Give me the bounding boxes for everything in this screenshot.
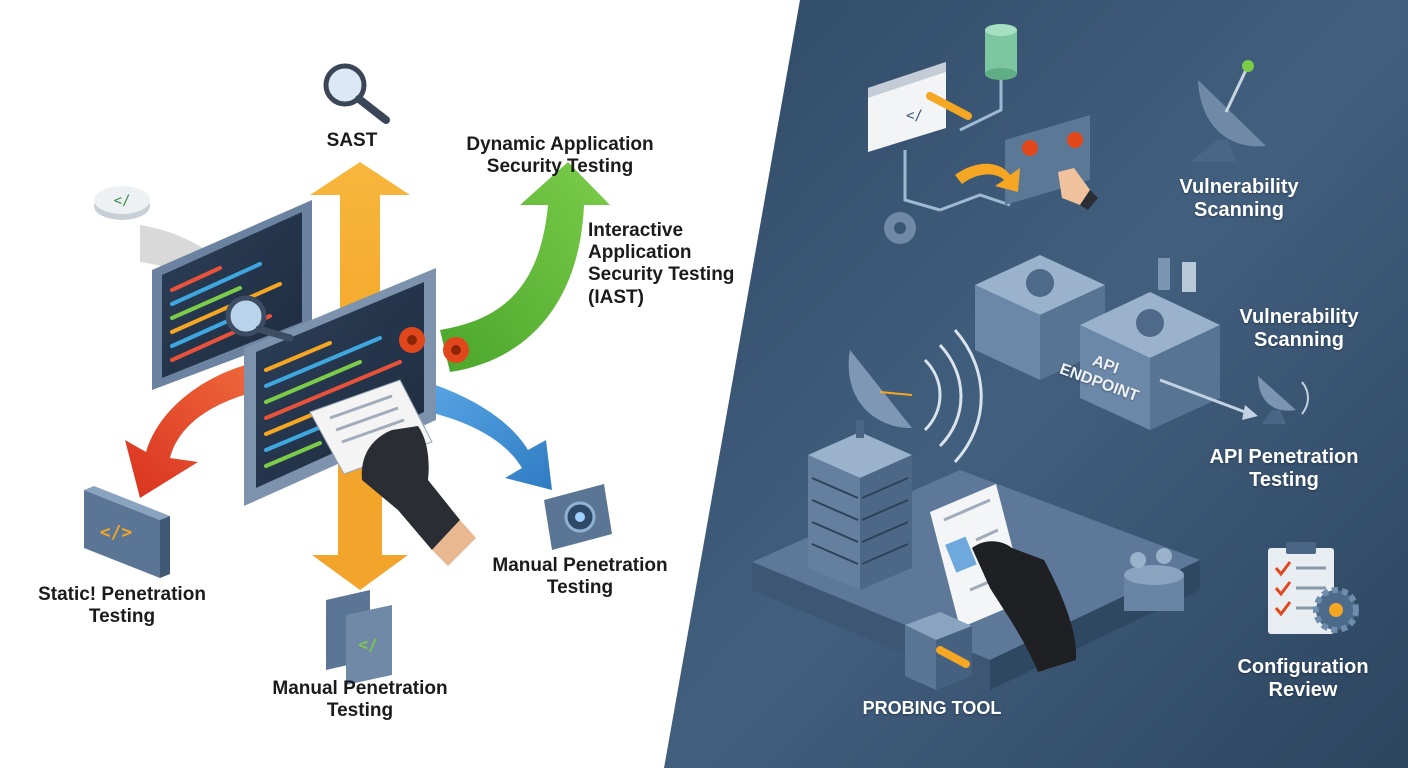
label-vulnerability-scanning-top: Vulnerability Scanning xyxy=(1179,176,1299,222)
svg-text:</: </ xyxy=(906,108,923,124)
gear-icon xyxy=(1313,587,1359,633)
svg-text:</: </ xyxy=(358,635,377,654)
code-tag-icon: </ xyxy=(326,590,392,685)
satellite-dish-icon xyxy=(848,329,983,464)
magnifier-icon xyxy=(225,295,294,342)
camera-icon xyxy=(544,484,612,550)
orange-curved-arrow xyxy=(955,163,1020,192)
label-api-penetration: API Penetration Testing xyxy=(1209,446,1359,492)
blue-arrow xyxy=(412,380,552,490)
database-icon xyxy=(985,24,1017,80)
label-manual-penetration-bottom: Manual Penetration Testing xyxy=(272,678,448,722)
code-tag-icon: </> xyxy=(84,486,170,578)
api-arrow xyxy=(1159,378,1246,414)
api-block-right xyxy=(1080,258,1220,430)
code-tag-icon: </ xyxy=(94,186,150,220)
bug-icon xyxy=(399,327,469,363)
label-sast: SAST xyxy=(326,130,378,151)
probing-tool xyxy=(905,612,972,690)
satellite-dish-icon xyxy=(1258,376,1309,424)
label-vulnerability-scanning-mid: Vulnerability Scanning xyxy=(1239,306,1359,352)
svg-text:</>: </> xyxy=(100,522,133,543)
satellite-dish-icon xyxy=(1190,60,1266,162)
browser-window: </ xyxy=(868,62,972,152)
green-arrow xyxy=(440,162,610,372)
label-configuration-review: Configuration Review xyxy=(1237,656,1369,702)
svg-text:</: </ xyxy=(114,193,131,209)
gear-icon xyxy=(884,212,916,244)
gloved-hand-icon xyxy=(1058,168,1098,210)
red-arrow xyxy=(125,362,262,498)
label-dast: Dynamic Application Security Testing xyxy=(466,134,654,178)
label-iast: Interactive Application Security Testing… xyxy=(588,220,735,308)
api-arrowhead xyxy=(1242,405,1258,420)
orange-arrow-down xyxy=(312,420,408,590)
circuit-lines xyxy=(903,80,1011,212)
server-rack-icon xyxy=(808,432,912,590)
label-manual-penetration-right: Manual Penetration Testing xyxy=(492,555,668,599)
label-static-penetration: Static! Penetration Testing xyxy=(38,584,206,628)
magnifier-icon xyxy=(323,63,390,124)
label-probing-tool: PROBING TOOL xyxy=(862,698,1002,718)
front-monitor xyxy=(244,268,436,506)
gloved-hand-icon xyxy=(361,426,476,566)
gloved-hand-icon xyxy=(972,541,1077,672)
tool-cup-icon xyxy=(1124,548,1184,611)
